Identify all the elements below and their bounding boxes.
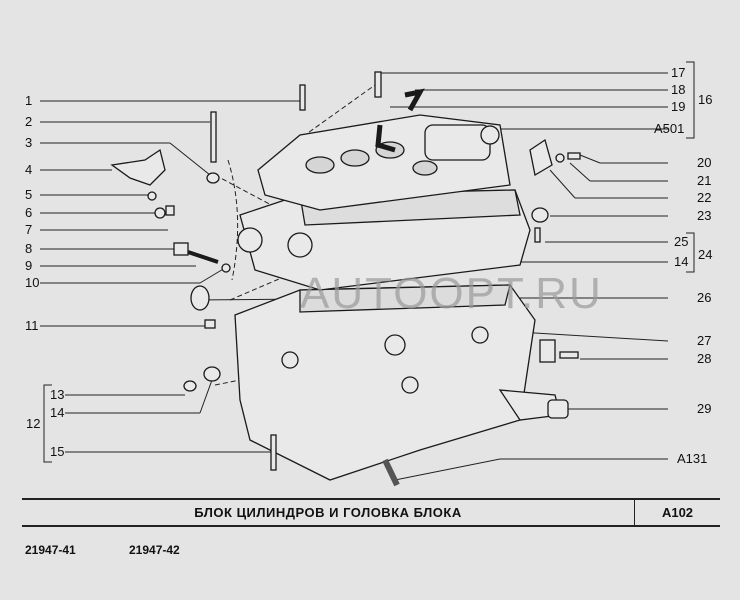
diagram-code: A102	[661, 505, 694, 520]
callout-19: 19	[671, 99, 686, 114]
title-divider	[634, 500, 635, 525]
callout-14-left: 14	[50, 405, 65, 420]
title-bar: БЛОК ЦИЛИНДРОВ И ГОЛОВКА БЛОКА A102	[22, 498, 720, 527]
callout-26: 26	[697, 290, 712, 305]
watermark: AUTOOPT.RU	[300, 269, 603, 318]
callout-6: 6	[25, 205, 33, 220]
callout-1: 1	[25, 93, 33, 108]
callout-23: 23	[697, 208, 712, 223]
callout-15: 15	[50, 444, 65, 459]
callout-8: 8	[25, 241, 33, 256]
callout-18: 18	[671, 82, 686, 97]
callout-12: 12	[26, 416, 41, 431]
callout-25: 25	[674, 234, 689, 249]
callout-3: 3	[25, 135, 33, 150]
callout-5: 5	[25, 187, 33, 202]
callout-14-right: 14	[674, 254, 689, 269]
callout-9: 9	[25, 258, 33, 273]
callout-7: 7	[25, 222, 33, 237]
callout-28: 28	[697, 351, 712, 366]
diagram-title: БЛОК ЦИЛИНДРОВ И ГОЛОВКА БЛОКА	[194, 505, 462, 520]
callout-16: 16	[698, 92, 713, 107]
callout-2: 2	[25, 114, 33, 129]
callout-13: 13	[50, 387, 65, 402]
callout-22: 22	[697, 190, 712, 205]
model-code-1: 21947-41	[25, 543, 76, 557]
callout-a501: A501	[654, 121, 685, 136]
callout-21: 21	[697, 173, 712, 188]
callout-a131: A131	[677, 451, 708, 466]
callout-20: 20	[697, 155, 712, 170]
callout-24: 24	[698, 247, 713, 262]
callout-10: 10	[25, 275, 40, 290]
callout-27: 27	[697, 333, 712, 348]
callout-11: 11	[25, 318, 39, 333]
callout-29: 29	[697, 401, 712, 416]
model-code-2: 21947-42	[129, 543, 180, 557]
callout-4: 4	[25, 162, 33, 177]
callout-17: 17	[671, 65, 686, 80]
